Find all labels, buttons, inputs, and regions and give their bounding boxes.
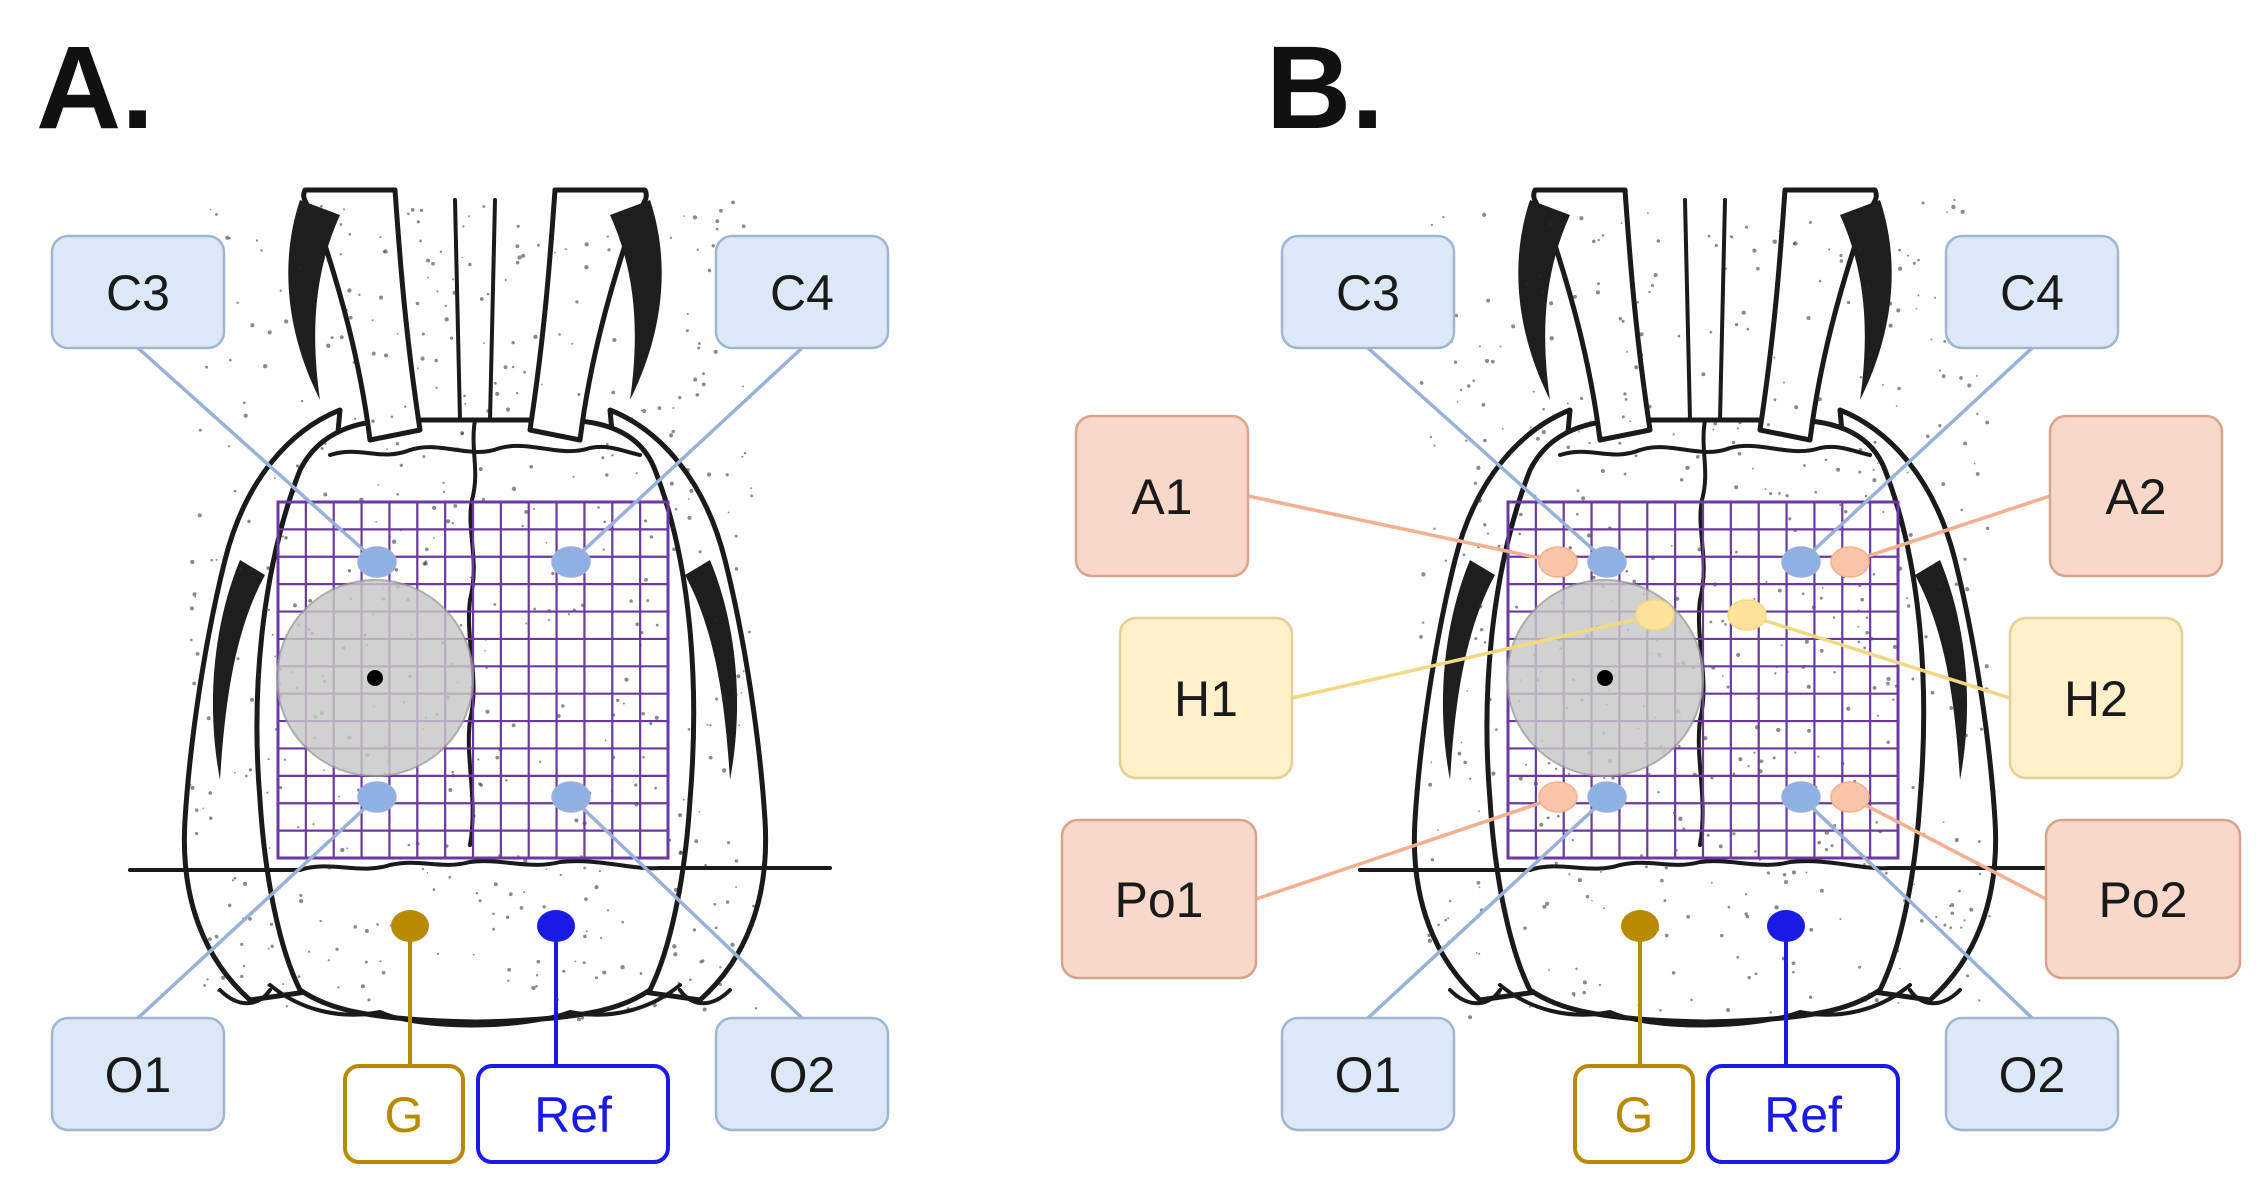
lesion-center-dot	[1597, 670, 1613, 686]
label-c3: C3	[106, 265, 170, 321]
label-box-o1	[50, 1016, 226, 1132]
label-box-ref	[476, 1064, 670, 1164]
label-box-o2	[714, 1016, 890, 1132]
connector-line-c3	[1366, 346, 1609, 564]
connector-line-po2	[1849, 795, 2047, 901]
electrode-c3: C3	[50, 234, 397, 578]
electrode-o1: O1	[50, 781, 397, 1132]
electrode-site-po2	[1830, 781, 1870, 813]
label-box-ref	[1706, 1064, 1900, 1164]
electrode-c4: C4	[551, 234, 890, 578]
electrode-site-o2	[1781, 781, 1821, 813]
label-box-h1	[1118, 616, 1294, 780]
label-h1: H1	[1174, 671, 1238, 727]
panel-letter: B.	[1266, 22, 1384, 154]
electrode-site-h2	[1727, 599, 1767, 631]
electrode-po2: Po2	[1830, 781, 2242, 980]
connector-line-c3	[136, 346, 379, 564]
label-c4: C4	[2000, 265, 2064, 321]
electrode-site-c3	[357, 546, 397, 578]
lesion-center-dot	[367, 670, 383, 686]
connector-line-o2	[569, 795, 804, 1020]
label-g: G	[1615, 1087, 1654, 1143]
panel-letter: A.	[36, 22, 154, 154]
label-o2: O2	[769, 1047, 836, 1103]
label-box-c4	[714, 234, 890, 350]
electrode-site-ref	[537, 910, 575, 942]
electrode-o2: O2	[1781, 781, 2120, 1132]
label-ref: Ref	[534, 1087, 612, 1143]
label-box-g	[1573, 1064, 1695, 1164]
electrode-ref: Ref	[476, 910, 670, 1164]
connector-line-c4	[569, 346, 804, 564]
electrode-c3: C3	[1280, 234, 1627, 578]
electrode-site-o1	[357, 781, 397, 813]
electrode-po1: Po1	[1060, 781, 1578, 980]
label-po2: Po2	[2099, 872, 2188, 928]
electrode-ref: Ref	[1706, 910, 1900, 1164]
electrode-site-a2	[1830, 546, 1870, 578]
label-g: G	[385, 1087, 424, 1143]
electrode-site-c4	[1781, 546, 1821, 578]
connector-line-o1	[136, 795, 379, 1020]
electrode-site-ref	[1767, 910, 1805, 942]
electrode-o1: O1	[1280, 781, 1627, 1132]
label-box-po2	[2044, 818, 2242, 980]
label-box-o2	[1944, 1016, 2120, 1132]
connector-line-o2	[1799, 795, 2034, 1020]
label-c4: C4	[770, 265, 834, 321]
connector-line-h2	[1746, 613, 2011, 700]
electrode-h2: H2	[1727, 599, 2184, 780]
label-box-g	[343, 1064, 465, 1164]
electrode-site-g	[1621, 910, 1659, 942]
connector-line-a1	[1247, 494, 1559, 564]
label-box-c4	[1944, 234, 2120, 350]
electrode-c4: C4	[1781, 234, 2120, 578]
electrode-site-o1	[1587, 781, 1627, 813]
connector-line-h1	[1291, 613, 1656, 700]
electrode-site-po1	[1538, 781, 1578, 813]
label-box-c3	[50, 234, 226, 350]
label-o1: O1	[105, 1047, 172, 1103]
connector-line-o1	[1366, 795, 1609, 1020]
electrode-a1: A1	[1074, 414, 1578, 578]
label-po1: Po1	[1115, 872, 1204, 928]
label-box-po1	[1060, 818, 1258, 980]
label-o1: O1	[1335, 1047, 1402, 1103]
label-box-c3	[1280, 234, 1456, 350]
electrode-site-a1	[1538, 546, 1578, 578]
connector-line-a2	[1849, 494, 2051, 564]
label-a2: A2	[2105, 469, 2166, 525]
connector-line-c4	[1799, 346, 2034, 564]
electrode-a2: A2	[1830, 414, 2224, 578]
connector-line-po1	[1255, 795, 1559, 901]
label-h2: H2	[2064, 671, 2128, 727]
label-a1: A1	[1131, 469, 1192, 525]
electrode-g: G	[343, 910, 465, 1164]
label-c3: C3	[1336, 265, 1400, 321]
electrode-site-h1	[1635, 599, 1675, 631]
electrode-o2: O2	[551, 781, 890, 1132]
electrode-site-o2	[551, 781, 591, 813]
electrode-site-c3	[1587, 546, 1627, 578]
label-box-a2	[2048, 414, 2224, 578]
electrode-h1: H1	[1118, 599, 1675, 780]
electrode-site-c4	[551, 546, 591, 578]
electrode-g: G	[1573, 910, 1695, 1164]
label-box-h2	[2008, 616, 2184, 780]
label-box-o1	[1280, 1016, 1456, 1132]
label-o2: O2	[1999, 1047, 2066, 1103]
label-box-a1	[1074, 414, 1250, 578]
label-ref: Ref	[1764, 1087, 1842, 1143]
electrode-site-g	[391, 910, 429, 942]
